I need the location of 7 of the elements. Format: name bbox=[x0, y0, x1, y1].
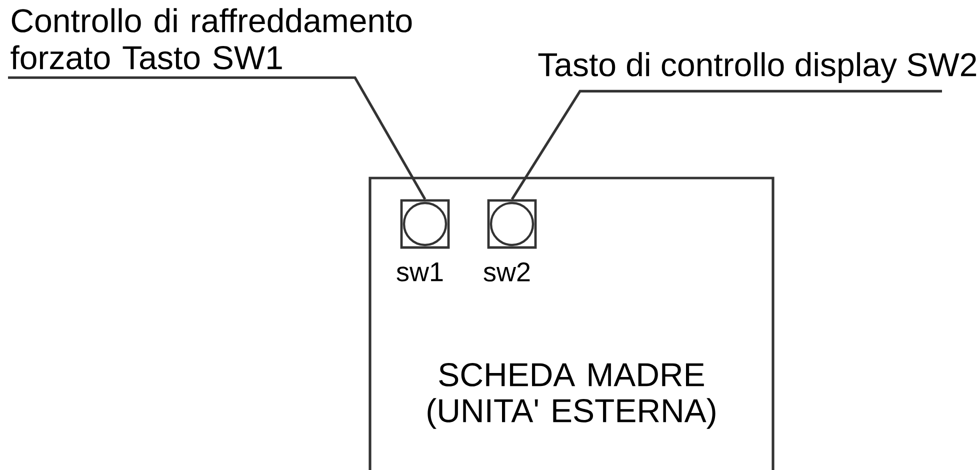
callout-text: Controllo di raffreddamento forzato Tasto SW1 bbox=[10, 8, 412, 70]
switch-label: sw2 bbox=[484, 262, 530, 282]
callout-text: Tasto di controllo display SW2 bbox=[538, 52, 976, 83]
board-label: SCHEDA MADRE (UNITA' ESTERNA) bbox=[428, 363, 716, 429]
switch-label: sw1 bbox=[396, 262, 443, 282]
leader-line bbox=[8, 76, 426, 200]
leader-line bbox=[510, 90, 942, 200]
